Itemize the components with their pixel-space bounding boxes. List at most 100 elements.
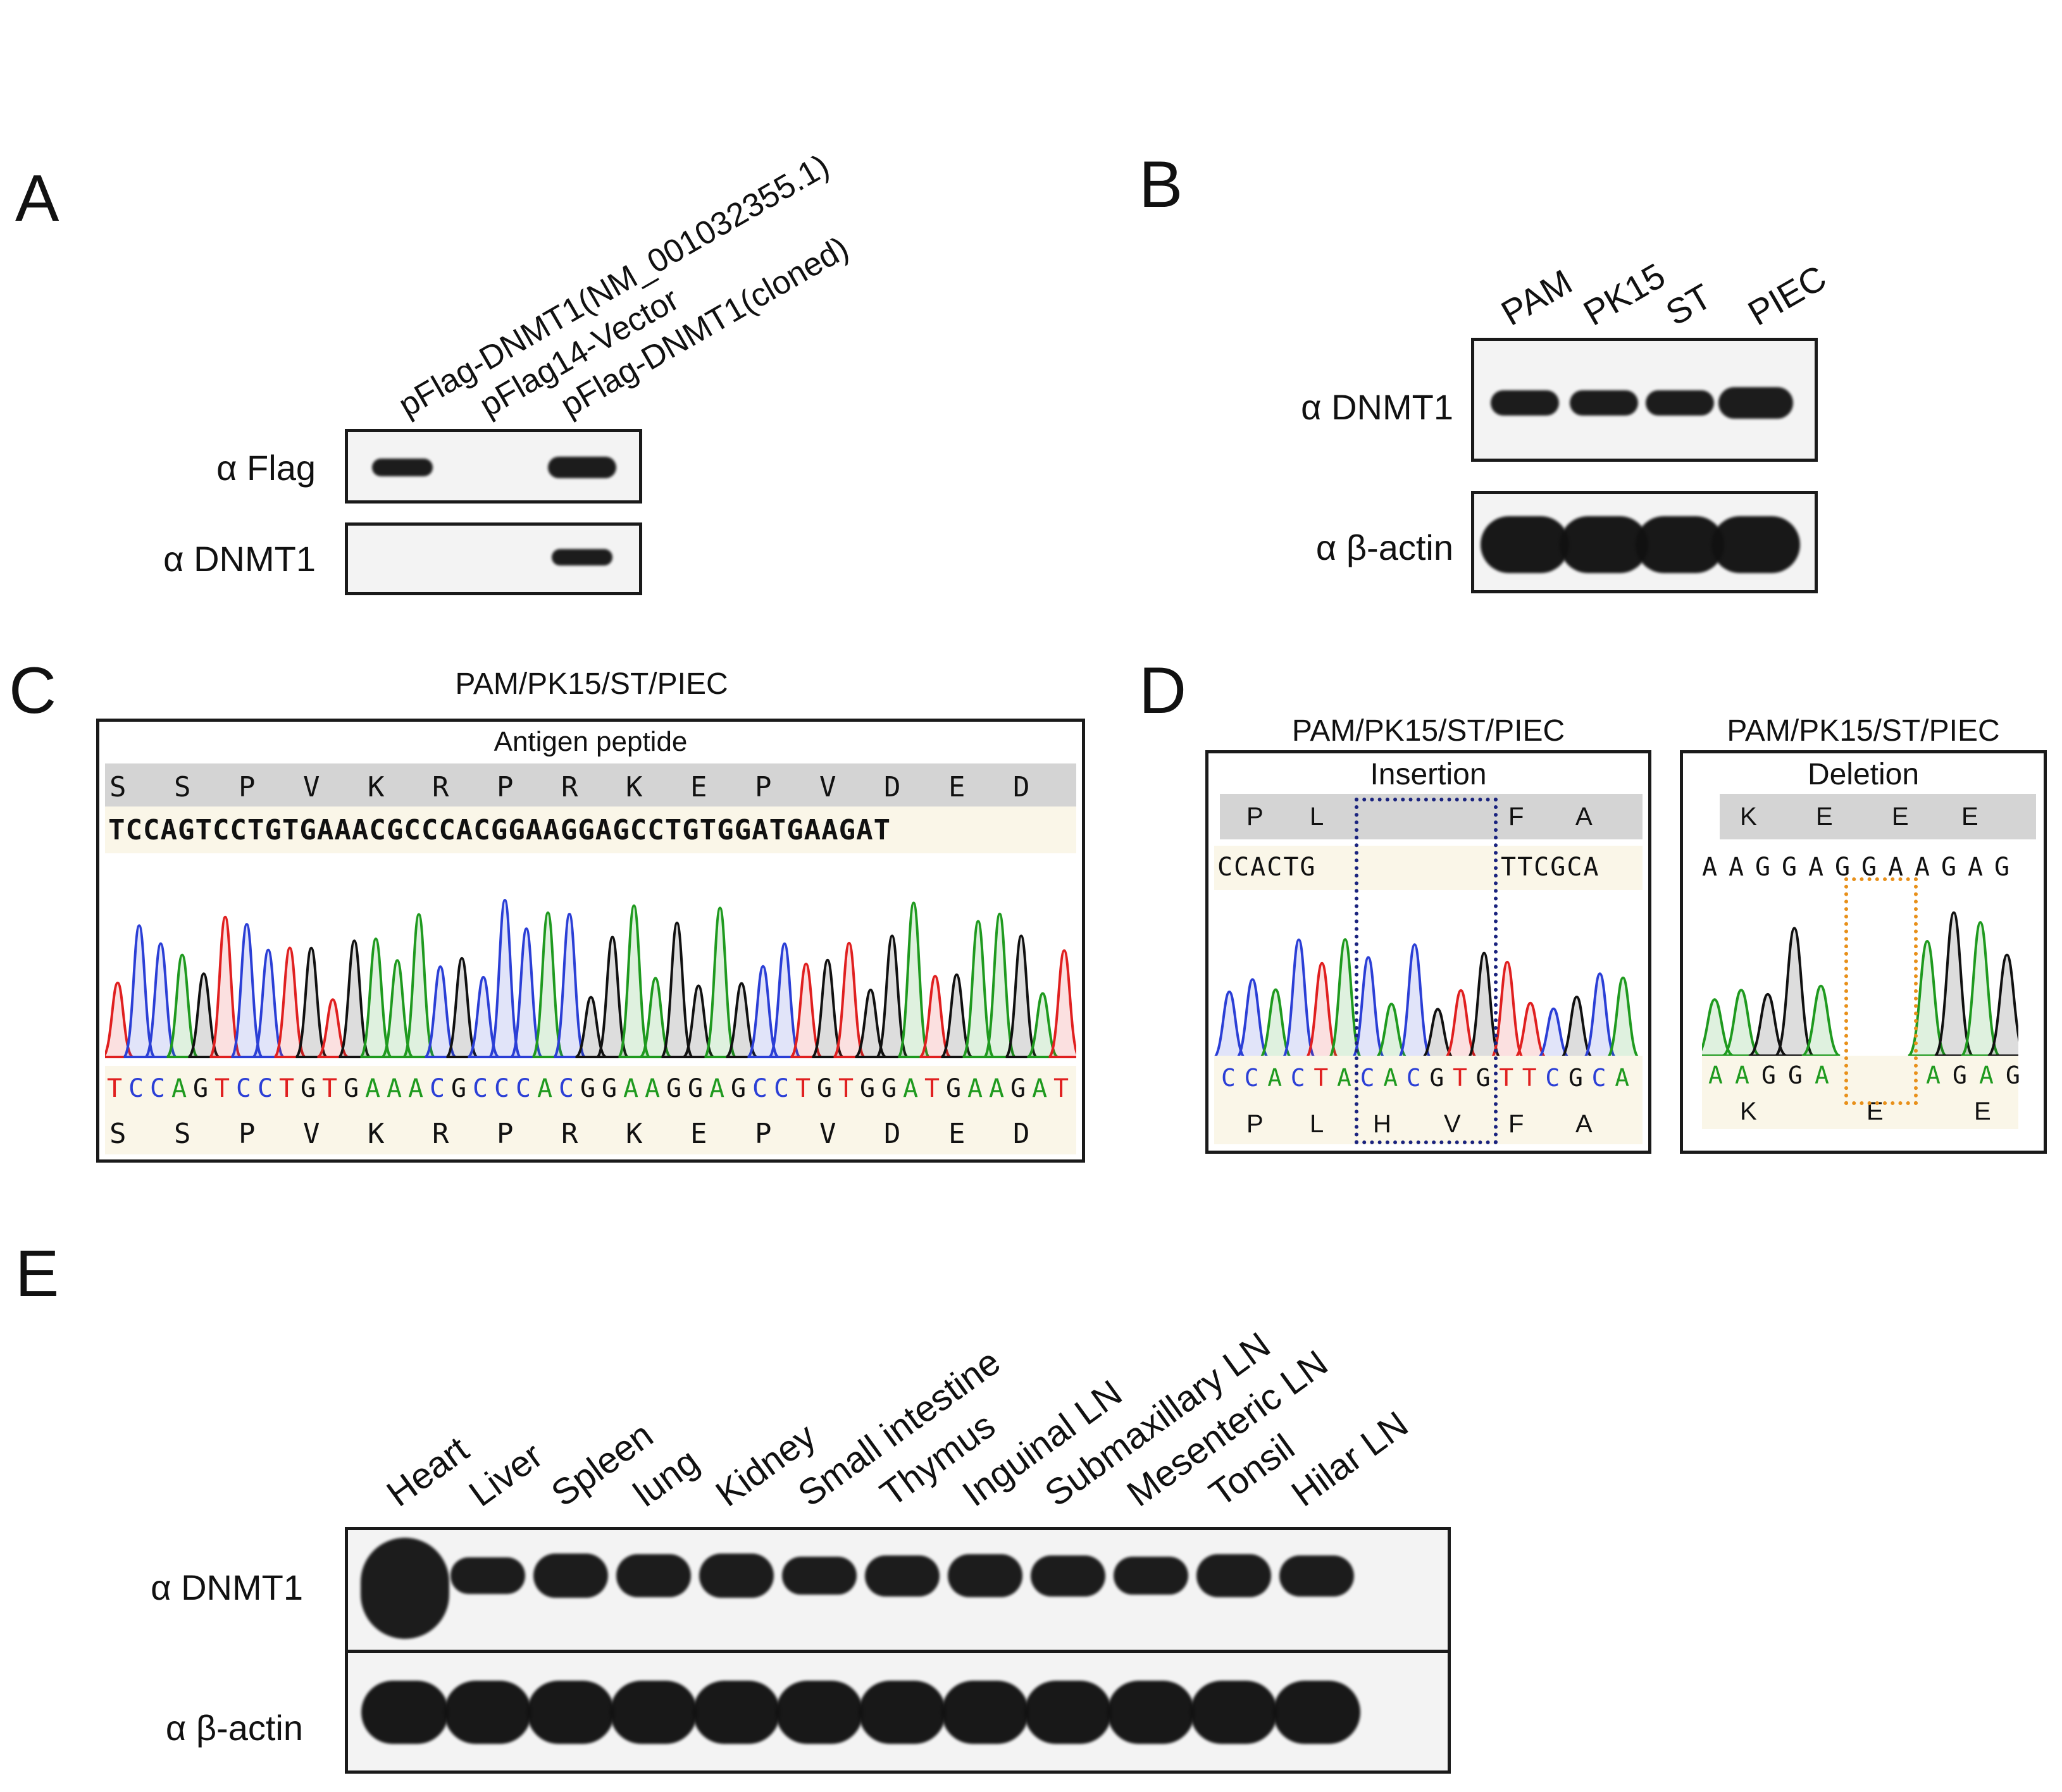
panel-e-actin-band-6 [859, 1681, 946, 1744]
panel-e-actin-band-7 [941, 1681, 1029, 1744]
panel-d-ins-called-base-8: C [1406, 1064, 1421, 1092]
panel-c-called-base-17: C [473, 1074, 488, 1103]
panel-e-blot-actin [345, 1650, 1451, 1774]
panel-b-lane-label-3: PIEC [1741, 257, 1833, 333]
panel-letter-e: E [15, 1237, 59, 1311]
panel-d-del-called-left-2: G [1761, 1061, 1776, 1089]
panel-c-called-base-39: G [946, 1074, 962, 1103]
panel-c-reference-seq: TCCAGTCCTGTGAAACGCCCACGGAAGGAGCCTGTGGATG… [108, 814, 891, 846]
panel-c-trace [105, 899, 1076, 1058]
panel-c-called-base-4: G [193, 1074, 209, 1103]
panel-d-insertion-called-bar [1214, 1056, 1643, 1144]
panel-d-ins-called-base-16: C [1591, 1064, 1606, 1092]
panel-c-called-base-38: T [924, 1074, 940, 1103]
panel-letter-b: B [1139, 148, 1183, 221]
panel-b-actin-band-3 [1711, 516, 1800, 573]
panel-d-del-peak-3 [1774, 927, 1815, 1057]
panel-c-peak-2 [144, 942, 178, 1058]
panel-d-del-ref-base-7: A [1888, 853, 1904, 882]
panel-c-called-base-44: T [1053, 1074, 1069, 1103]
panel-e-actin-band-9 [1107, 1681, 1195, 1744]
panel-c-peak-1 [122, 924, 156, 1058]
panel-c-pep-top-1: S [174, 771, 191, 803]
panel-d-ins-aa-top-0: P [1246, 803, 1264, 831]
panel-d-del-called-right-1: G [1953, 1061, 1967, 1089]
panel-c-pep-bot-8: K [626, 1118, 643, 1150]
panel-c-called-base-29: G [731, 1074, 747, 1103]
panel-c-peak-40 [961, 920, 995, 1058]
panel-c-pep-bot-3: V [303, 1118, 320, 1150]
panel-c-pep-top-7: R [561, 771, 578, 803]
panel-a-row-label-flag: α Flag [216, 448, 316, 488]
panel-d-ins-aa-top-3: A [1575, 803, 1593, 831]
panel-e-dnmt1-band-0 [361, 1538, 449, 1639]
panel-d-del-aa-top-2: E [1892, 803, 1909, 831]
panel-c-called-base-24: A [623, 1074, 639, 1103]
panel-d-ins-called-base-13: T [1522, 1064, 1537, 1092]
panel-c-peak-18 [488, 899, 522, 1058]
panel-d-del-aa-top-3: E [1961, 803, 1978, 831]
panel-c-called-base-19: C [516, 1074, 531, 1103]
panel-a-dnmt1-band-2 [552, 549, 612, 565]
panel-d-insertion-aa-bar [1220, 794, 1643, 839]
panel-c-pep-top-4: K [368, 771, 385, 803]
panel-c-called-base-12: A [365, 1074, 381, 1103]
panel-d-deletion-called-bar [1702, 1056, 2018, 1129]
panel-c-pep-top-14: D [1013, 771, 1030, 803]
panel-e-row-label-dnmt1: α DNMT1 [151, 1567, 303, 1607]
panel-letter-a: A [15, 162, 59, 235]
panel-c-pep-bot-1: S [174, 1118, 191, 1150]
panel-b-row-label-dnmt1: α DNMT1 [1301, 387, 1453, 427]
panel-d-del-aa-bot-2: E [1974, 1097, 1991, 1125]
panel-c-pep-bot-9: E [690, 1118, 707, 1150]
panel-c-peak-28 [703, 906, 737, 1058]
panel-e-dnmt1-band-6 [865, 1555, 940, 1597]
panel-c-pep-top-8: K [626, 771, 643, 803]
panel-d-deletion-trace [1702, 911, 2018, 1057]
panel-c-peak-24 [617, 904, 651, 1058]
panel-d-del-peak-1 [1721, 989, 1761, 1057]
panel-d-del-ref-base-1: A [1729, 853, 1744, 882]
panel-c-called-base-27: G [688, 1074, 704, 1103]
panel-c-peak-7 [251, 948, 285, 1058]
panel-c-pep-bot-0: S [109, 1118, 127, 1150]
panel-c-peak-38 [919, 975, 952, 1058]
panel-c-pep-top-6: P [497, 771, 514, 803]
panel-c-called-base-34: T [838, 1074, 854, 1103]
panel-e-actin-band-2 [527, 1681, 614, 1744]
panel-d-deletion-label: Deletion [1807, 758, 1920, 791]
panel-c-pep-bot-11: V [819, 1118, 836, 1150]
panel-d-ins-peak-6 [1351, 956, 1386, 1060]
panel-d-del-called-left-3: G [1788, 1061, 1803, 1089]
panel-d-ins-aa-bot-3: V [1444, 1110, 1461, 1138]
panel-a-row-label-dnmt1: α DNMT1 [163, 539, 316, 579]
panel-c-called-base-33: G [817, 1074, 833, 1103]
panel-c-called-base-25: A [645, 1074, 661, 1103]
panel-c-called-bar [105, 1066, 1076, 1154]
panel-c-called-base-35: G [860, 1074, 876, 1103]
panel-d-del-peak-11 [1987, 953, 2018, 1057]
panel-c-peak-26 [660, 922, 694, 1058]
panel-d-ins-peak-12 [1489, 960, 1525, 1060]
panel-letter-c: C [9, 654, 57, 727]
panel-d-del-called-left-0: A [1708, 1061, 1723, 1089]
panel-c-pep-bot-13: E [948, 1118, 966, 1150]
panel-e-dnmt1-band-7 [948, 1554, 1022, 1597]
panel-c-called-base-36: G [881, 1074, 897, 1103]
panel-c-called-base-30: C [752, 1074, 768, 1103]
panel-d-ins-peak-16 [1582, 972, 1618, 1060]
panel-d-ins-called-base-0: C [1221, 1064, 1236, 1092]
panel-d-del-peak-10 [1960, 921, 2001, 1057]
panel-c-pep-bot-7: R [561, 1118, 578, 1150]
deletion-highlight-box [1844, 877, 1918, 1105]
panel-d-ins-called-base-14: C [1545, 1064, 1560, 1092]
panel-letter-d: D [1139, 654, 1187, 727]
panel-c-peak-20 [531, 911, 565, 1058]
panel-c-called-base-8: T [279, 1074, 295, 1103]
panel-e-actin-band-1 [444, 1681, 531, 1744]
panel-d-ins-aa-bot-1: L [1310, 1110, 1324, 1138]
panel-c-called-base-6: C [236, 1074, 252, 1103]
panel-c-called-base-10: T [322, 1074, 338, 1103]
panel-b-row-label-actin: α β-actin [1315, 528, 1453, 567]
panel-c-peak-5 [208, 915, 242, 1058]
